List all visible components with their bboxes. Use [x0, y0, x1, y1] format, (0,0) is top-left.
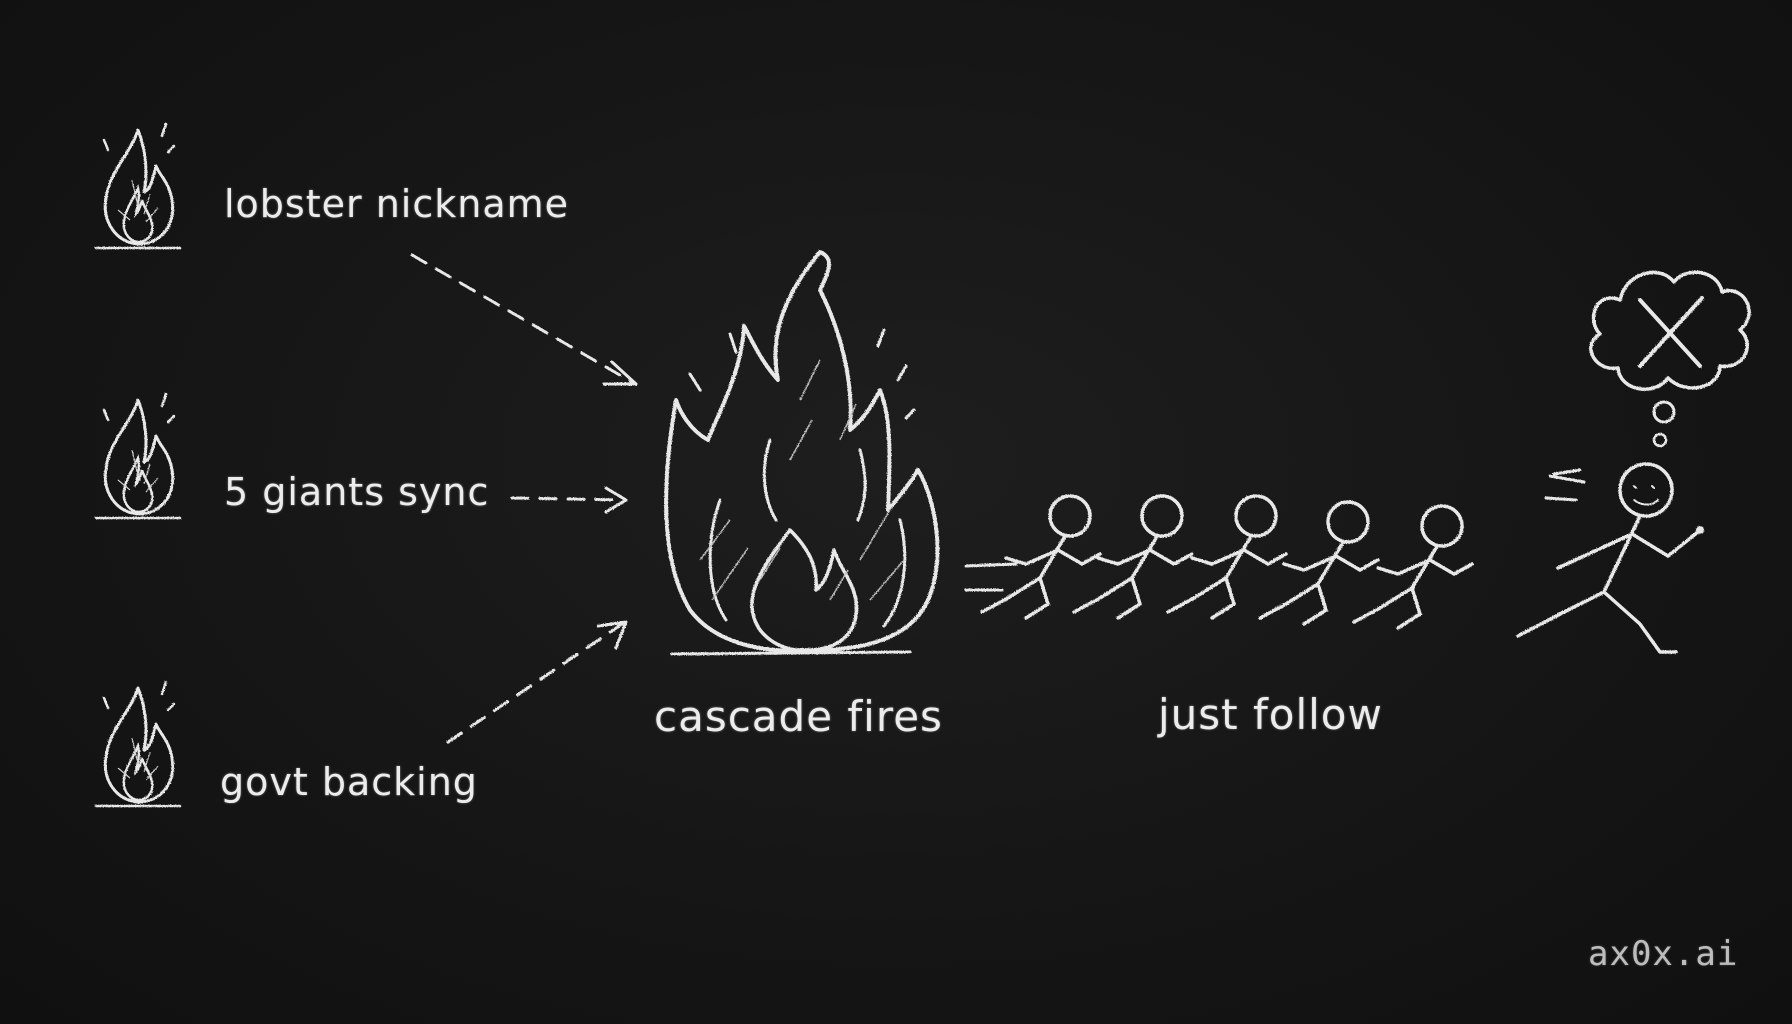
cause-label-3: govt backing — [220, 760, 478, 804]
follower-figure-4 — [1258, 500, 1380, 626]
watermark: ax0x.ai — [1588, 934, 1739, 974]
small-flame-icon-1 — [94, 122, 182, 250]
center-label: cascade fires — [654, 692, 943, 741]
arrow-cause-2 — [510, 486, 628, 514]
follower-figure-5 — [1352, 504, 1474, 630]
small-flame-icon-3 — [94, 680, 182, 808]
cause-label-1: lobster nickname — [224, 182, 570, 226]
arrow-cause-1 — [410, 253, 638, 386]
arrow-cause-3 — [446, 620, 628, 744]
follower-figure-1 — [980, 494, 1102, 620]
big-fire-icon — [664, 250, 940, 656]
small-flame-icon-2 — [94, 392, 182, 520]
motion-lines-fire — [964, 562, 1018, 592]
thought-bubble-x-icon — [1589, 270, 1751, 448]
cause-label-2: 5 giants sync — [224, 470, 490, 514]
followers-label: just follow — [1158, 690, 1383, 739]
running-stick-figure-icon — [1516, 462, 1704, 654]
